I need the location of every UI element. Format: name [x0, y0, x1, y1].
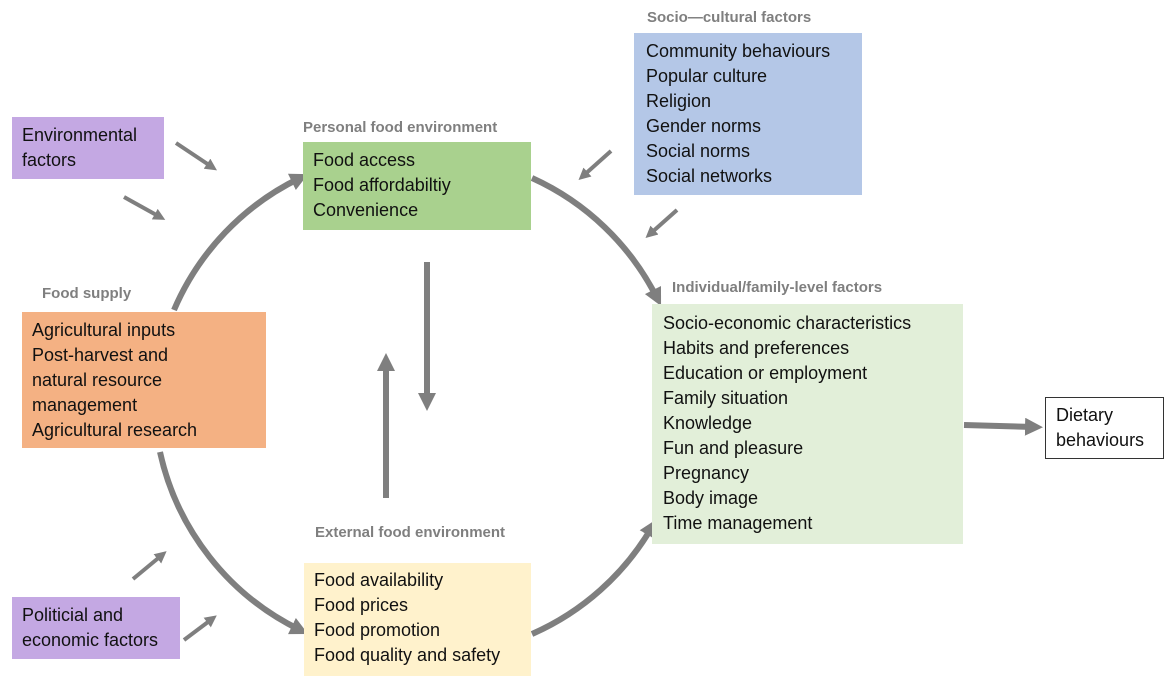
individual-item: Body image	[663, 488, 759, 508]
dietary-behaviours-box: Dietary behaviours	[1045, 397, 1164, 459]
political-line-1: Politicial and	[22, 605, 124, 625]
arrow-individual-to-outcome	[963, 417, 1043, 436]
arrow-environmental-2	[123, 195, 166, 220]
individual-item: Family situation	[663, 388, 789, 408]
individual-item: Knowledge	[663, 413, 753, 433]
personal-heading: Personal food environment	[303, 119, 498, 136]
food-supply-item: management	[32, 395, 138, 415]
external-item: Food prices	[314, 595, 409, 615]
individual-item: Habits and preferences	[663, 338, 850, 358]
arrow-sociocultural-2	[645, 208, 679, 238]
environmental-line-1: Environmental	[22, 125, 138, 145]
personal-item: Convenience	[313, 200, 419, 220]
political-line-2: economic factors	[22, 630, 159, 650]
arrow-political-2	[182, 615, 217, 642]
individual-factors-box: Socio-economic characteristics Habits an…	[652, 304, 963, 544]
external-item: Food promotion	[314, 620, 441, 640]
sociocultural-item: Community behaviours	[646, 41, 831, 61]
external-heading: External food environment	[315, 524, 506, 541]
food-supply-item: natural resource	[32, 370, 163, 390]
individual-item: Fun and pleasure	[663, 438, 804, 458]
sociocultural-item: Popular culture	[646, 66, 768, 86]
outcome-line-1: Dietary	[1056, 405, 1114, 425]
food-supply-item: Agricultural research	[32, 420, 198, 440]
cycle-arc-external-to-individual	[530, 519, 657, 637]
sociocultural-factors-box: Community behaviours Popular culture Rel…	[634, 33, 862, 195]
cycle-arc-supply-to-personal	[171, 173, 309, 312]
environmental-factors-box: Environmental factors	[12, 117, 164, 179]
food-supply-heading: Food supply	[42, 285, 132, 302]
arrow-political-1	[131, 551, 167, 581]
political-economic-factors-box: Politicial and economic factors	[12, 597, 180, 659]
personal-item: Food affordabiltiy	[313, 175, 451, 195]
sociocultural-item: Religion	[646, 91, 712, 111]
personal-food-environment-box: Food access Food affordabiltiy Convenien…	[303, 142, 531, 230]
individual-item: Socio-economic characteristics	[663, 313, 912, 333]
food-supply-item: Post-harvest and	[32, 345, 169, 365]
arrow-sociocultural-1	[578, 149, 613, 180]
food-supply-box: Agricultural inputs Post-harvest and nat…	[22, 312, 266, 448]
cycle-arc-personal-to-individual	[530, 175, 662, 307]
environmental-line-2: factors	[22, 150, 77, 170]
sociocultural-heading: Socio—cultural factors	[647, 9, 812, 26]
personal-item: Food access	[313, 150, 416, 170]
individual-item: Time management	[663, 513, 813, 533]
sociocultural-item: Social norms	[646, 141, 751, 161]
individual-item: Education or employment	[663, 363, 868, 383]
external-item: Food availability	[314, 570, 444, 590]
external-item: Food quality and safety	[314, 645, 501, 665]
sociocultural-item: Social networks	[646, 166, 773, 186]
external-food-environment-box: Food availability Food prices Food promo…	[304, 563, 531, 676]
arrow-environmental-1	[174, 141, 217, 171]
cycle-arc-supply-to-external	[157, 451, 309, 635]
outcome-line-2: behaviours	[1056, 430, 1145, 450]
sociocultural-item: Gender norms	[646, 116, 762, 136]
individual-item: Pregnancy	[663, 463, 750, 483]
individual-heading: Individual/family-level factors	[672, 279, 883, 296]
food-supply-item: Agricultural inputs	[32, 320, 176, 340]
